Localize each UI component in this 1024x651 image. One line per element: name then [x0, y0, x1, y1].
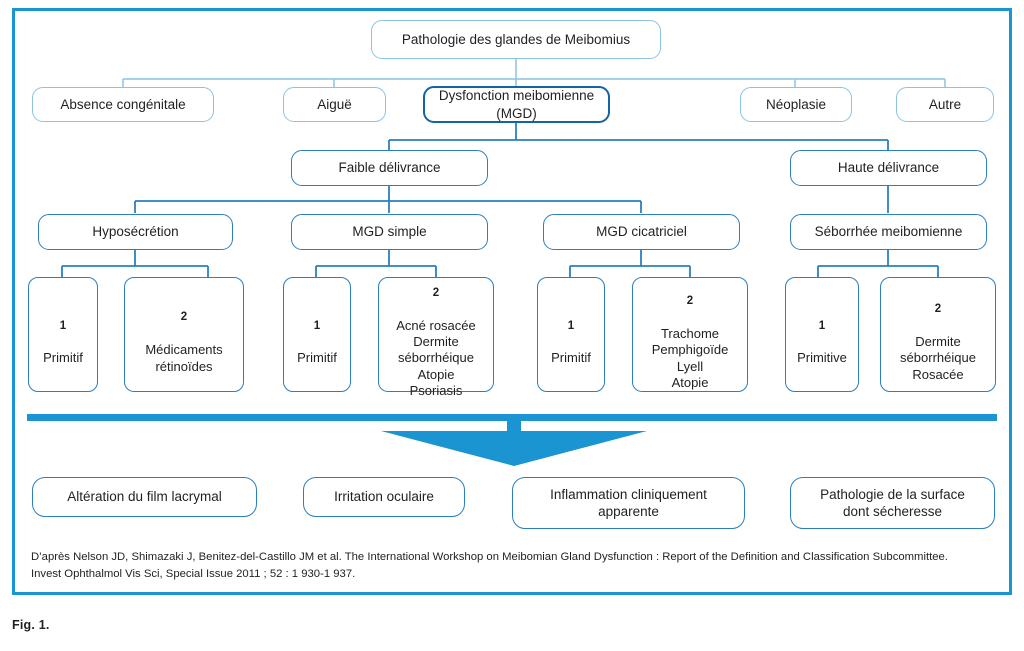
leaf-label: Dermite séborrhéique Rosacée	[900, 334, 976, 382]
figure-caption: Fig. 1.	[12, 618, 50, 632]
leaf-label: Primitive	[797, 350, 847, 366]
leaf-mgd-cicatriciel-1: 1 Primitif	[537, 277, 605, 392]
node-label: Absence congénitale	[60, 96, 186, 112]
leaf-content: 2 Médicaments rétinoïdes	[145, 294, 222, 375]
node-label: MGD simple	[352, 224, 427, 240]
leaf-label: Primitif	[43, 350, 83, 366]
outcome-inflammation-cliniquement-apparente: Inflammation cliniquement apparente	[512, 477, 745, 529]
node-aigue: Aiguë	[283, 87, 386, 122]
leaf-content: 2 Trachome Pemphigoïde Lyell Atopie	[652, 278, 729, 392]
outcome-pathologie-surface: Pathologie de la surface dont sécheresse	[790, 477, 995, 529]
source-citation: D’après Nelson JD, Shimazaki J, Benitez-…	[31, 551, 948, 581]
node-faible-delivrance: Faible délivrance	[291, 150, 488, 186]
node-label: Dysfonction meibomienne (MGD)	[438, 88, 595, 121]
leaf-number: 1	[567, 319, 575, 332]
node-label: Autre	[928, 96, 962, 112]
leaf-mgd-simple-1: 1 Primitif	[283, 277, 351, 392]
leaf-hyposecretion-1: 1 Primitif	[28, 277, 98, 392]
leaf-number: 1	[313, 319, 321, 332]
outcome-label: Irritation oculaire	[334, 489, 434, 505]
leaf-label: Trachome Pemphigoïde Lyell Atopie	[651, 325, 729, 390]
leaf-content: 1 Primitif	[551, 302, 591, 367]
leaf-content: 1 Primitif	[297, 302, 337, 367]
leaf-content: 1 Primitif	[43, 302, 83, 367]
node-root: Pathologie des glandes de Meibomius	[371, 20, 661, 59]
leaf-number: 1	[59, 319, 67, 332]
leaf-mgd-cicatriciel-2: 2 Trachome Pemphigoïde Lyell Atopie	[632, 277, 748, 392]
node-mgd-cicatriciel: MGD cicatriciel	[543, 214, 740, 250]
node-label: Haute délivrance	[837, 160, 940, 176]
leaf-label: Acné rosacée Dermite séborrhéique Atopie…	[396, 317, 476, 399]
leaf-mgd-simple-2: 2 Acné rosacée Dermite séborrhéique Atop…	[378, 277, 494, 398]
outcome-label: Altération du film lacrymal	[67, 489, 222, 505]
node-hyposecretion: Hyposécrétion	[38, 214, 233, 250]
leaf-number: 2	[180, 311, 188, 324]
leaf-label: Médicaments rétinoïdes	[145, 342, 223, 374]
node-haute-delivrance: Haute délivrance	[790, 150, 987, 186]
leaf-label: Primitif	[551, 350, 591, 366]
down-arrow-stem	[507, 421, 521, 433]
leaf-content: 2 Acné rosacée Dermite séborrhéique Atop…	[396, 269, 476, 399]
node-neoplasie: Néoplasie	[740, 87, 852, 122]
outcome-alteration-film-lacrymal: Altération du film lacrymal	[32, 477, 257, 517]
node-autre: Autre	[896, 87, 994, 122]
outcome-label: Inflammation cliniquement apparente	[550, 486, 707, 519]
node-label: Hyposécrétion	[92, 224, 179, 240]
node-label: Aiguë	[317, 96, 352, 112]
outcome-label: Pathologie de la surface dont sécheresse	[820, 486, 965, 519]
leaf-number: 1	[818, 319, 826, 332]
node-label: Néoplasie	[765, 96, 827, 112]
leaf-hyposecretion-2: 2 Médicaments rétinoïdes	[124, 277, 244, 392]
node-seborrhee-meibomienne: Séborrhée meibomienne	[790, 214, 987, 250]
leaf-label: Primitif	[297, 350, 337, 366]
leaf-number: 2	[934, 303, 942, 316]
outcome-irritation-oculaire: Irritation oculaire	[303, 477, 465, 517]
node-absence-congenitale: Absence congénitale	[32, 87, 214, 122]
leaf-content: 2 Dermite séborrhéique Rosacée	[900, 286, 976, 383]
leaf-seborrhee-2: 2 Dermite séborrhéique Rosacée	[880, 277, 996, 392]
leaf-number: 2	[686, 295, 694, 308]
node-label: MGD cicatriciel	[596, 224, 687, 240]
figure-caption-text: Fig. 1.	[12, 618, 50, 632]
node-root-label: Pathologie des glandes de Meibomius	[401, 31, 631, 47]
leaf-number: 2	[432, 286, 440, 299]
leaf-seborrhee-1: 1 Primitive	[785, 277, 859, 392]
node-mgd-simple: MGD simple	[291, 214, 488, 250]
node-label: Séborrhée meibomienne	[814, 224, 963, 240]
node-label: Faible délivrance	[338, 160, 441, 176]
node-dysfonction-meibomienne-mgd: Dysfonction meibomienne (MGD)	[423, 86, 610, 123]
leaf-content: 1 Primitive	[797, 302, 847, 367]
divider-bar	[27, 414, 997, 421]
